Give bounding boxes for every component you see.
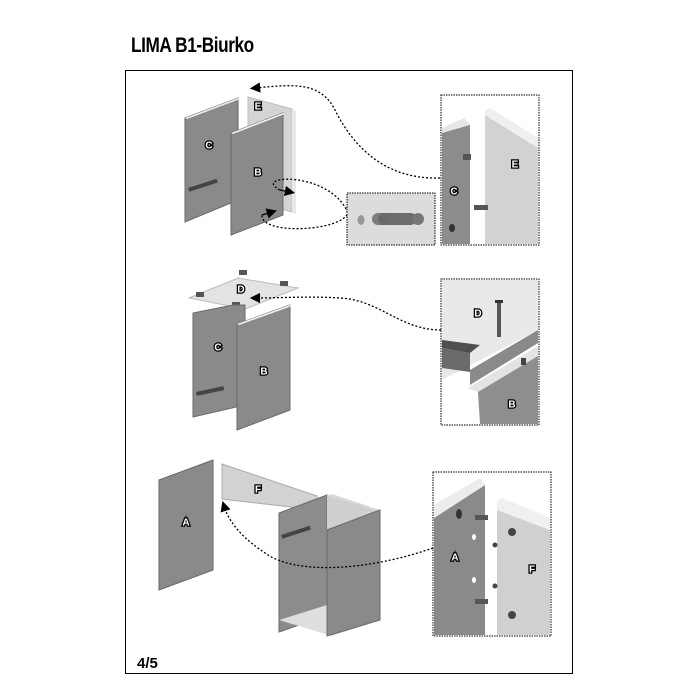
panel-a: A — [158, 459, 214, 591]
part-label-d: D — [237, 285, 244, 296]
dowel-icon — [521, 358, 526, 365]
hole-icon — [472, 577, 476, 583]
panel-b: B — [236, 304, 292, 431]
part-label-c: C — [205, 141, 212, 152]
desk-carcass — [278, 494, 381, 637]
cam-fitting-detail — [346, 192, 436, 246]
dowel-icon — [475, 515, 488, 520]
detail-c-e: C E — [440, 94, 540, 246]
part-label-a: A — [182, 518, 189, 529]
detail-label-e: E — [512, 160, 519, 171]
arrow-head — [261, 208, 277, 219]
step-1-illustration: E C B — [184, 82, 441, 236]
panel-b: B — [230, 112, 285, 236]
dowel-icon — [463, 154, 471, 160]
detail-a-f: A F — [432, 471, 552, 637]
arrow-head — [279, 185, 296, 197]
step-3-illustration: A F — [158, 459, 434, 637]
detail-label-a: A — [451, 553, 458, 564]
panel-c: C — [192, 304, 246, 418]
detail-label-b: B — [508, 400, 515, 411]
part-label-b: B — [260, 367, 267, 378]
hole-icon — [449, 224, 455, 232]
hole-icon — [508, 528, 516, 536]
hole-icon — [508, 611, 516, 619]
fitting-strip — [188, 178, 218, 192]
step-2-illustration: D C B — [187, 270, 442, 431]
panel-f: F — [221, 463, 318, 511]
part-label-e: E — [255, 102, 262, 113]
page-number: 4/5 — [137, 655, 158, 672]
detail-pointer-arrow — [249, 82, 441, 179]
detail-label-d: D — [474, 309, 481, 320]
dowel-icon — [475, 599, 488, 604]
part-label-f: F — [255, 485, 261, 496]
fitting-strip — [280, 525, 311, 539]
dowel-icon — [492, 542, 498, 548]
screw-icon — [497, 301, 501, 337]
hole-icon — [472, 534, 476, 540]
hole-icon — [456, 509, 462, 519]
dowel-icon — [474, 205, 488, 210]
panel-d: D — [187, 270, 300, 310]
fitting-strip — [196, 386, 225, 396]
detail-label-c: C — [450, 187, 457, 198]
detail-pointer-arrow — [220, 501, 434, 569]
panel-c: C — [184, 97, 240, 223]
detail-pointer-arrow — [261, 178, 349, 230]
part-label-c: C — [214, 343, 221, 354]
document-title: LIMA B1-Biurko — [131, 34, 254, 57]
cam-dowel-icon — [372, 213, 424, 225]
instruction-frame — [125, 70, 573, 674]
part-label-b: B — [254, 168, 261, 179]
dowel-icon — [492, 583, 498, 589]
hole-icon — [357, 215, 365, 225]
detail-d-b: D B — [440, 278, 540, 426]
detail-label-f: F — [529, 565, 535, 576]
